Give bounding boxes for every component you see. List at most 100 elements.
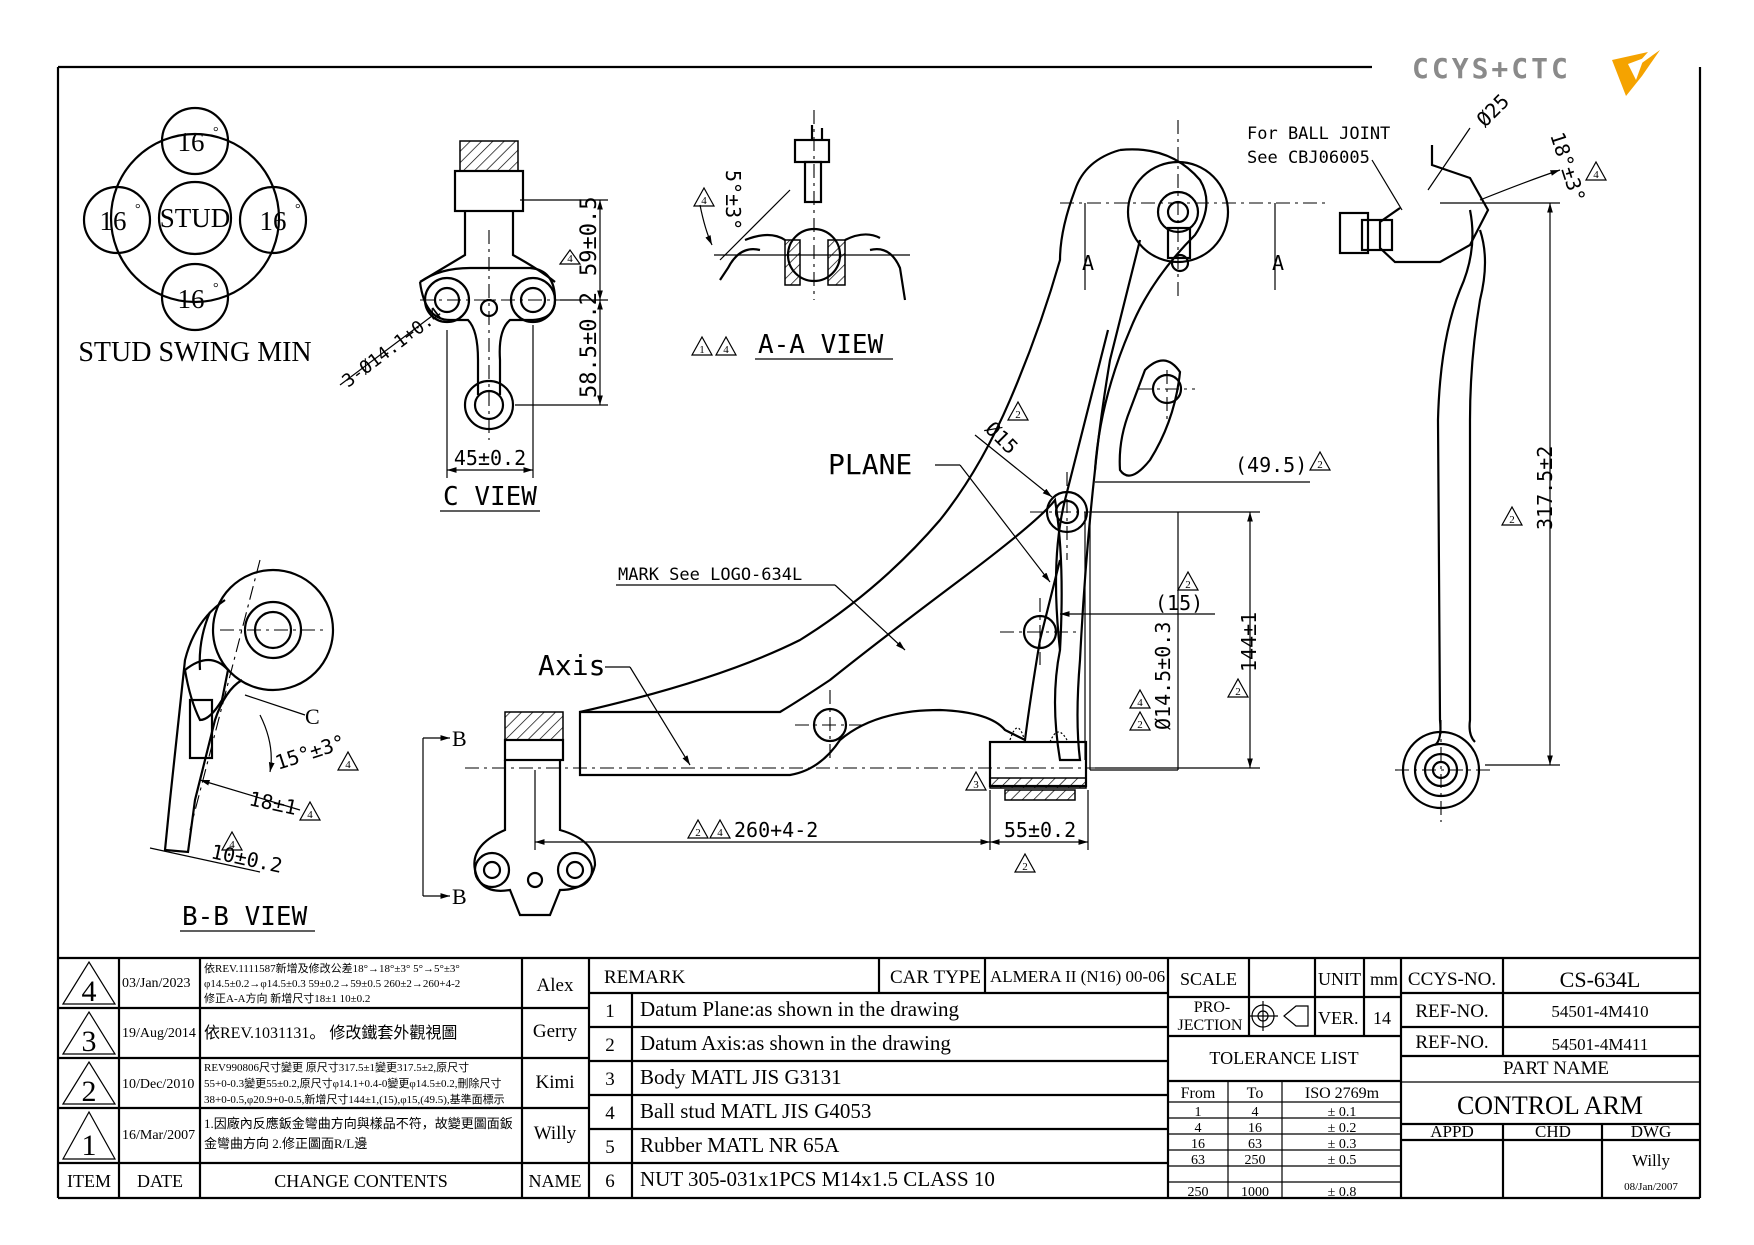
rev-triangle-icon: [61, 1110, 117, 1160]
ref-no-label-2: REF-NO.: [1415, 1032, 1488, 1053]
aa-view-angle: 5°±3°: [721, 170, 745, 230]
svg-text:4: 4: [567, 253, 573, 265]
aa-view: 5°±3° 4 1 4 A-A VIEW: [690, 110, 910, 360]
projection-label-1: PRO-: [1194, 999, 1230, 1016]
ref-no-value-2: 54501-4M411: [1552, 1035, 1649, 1054]
ref-no-value-1: 54501-4M410: [1551, 1002, 1648, 1021]
svg-text:1.因廠內反應鈑金彎曲方向與樣品不符，故變更圖面鈑: 1.因廠內反應鈑金彎曲方向與樣品不符，故變更圖面鈑: [204, 1116, 513, 1131]
dim-49-5: (49.5): [1235, 453, 1307, 477]
rev-row-4: 4 03/Jan/2023 依REV.1111587新增及修改公差18°→18°…: [61, 960, 574, 1008]
svg-text:4: 4: [1593, 169, 1599, 181]
svg-text:4: 4: [345, 759, 351, 771]
part-name-value: CONTROL ARM: [1457, 1091, 1643, 1120]
unit-label: UNIT: [1318, 969, 1361, 989]
unit-value: mm: [1370, 969, 1398, 989]
svg-text:38+0-0.5,φ20.9+0-0.5,新增尺寸144±1: 38+0-0.5,φ20.9+0-0.5,新增尺寸144±1,(15),φ15,…: [204, 1092, 505, 1106]
svg-text:DATE: DATE: [137, 1171, 183, 1191]
svg-text:4: 4: [1195, 1121, 1202, 1136]
svg-text:REV990806尺寸變更 原尺寸317.5±1變更317.: REV990806尺寸變更 原尺寸317.5±1變更317.5±2,原尺寸: [204, 1060, 469, 1074]
dim-15: (15): [1155, 591, 1203, 615]
dim-317-5: 317.5±2: [1533, 446, 1557, 530]
svg-text:Rubber MATL NR 65A: Rubber MATL NR 65A: [640, 1133, 840, 1157]
scale-label: SCALE: [1180, 969, 1237, 989]
svg-text:3: 3: [973, 779, 979, 791]
ball-joint-note-line2: See CBJ06005: [1247, 148, 1370, 168]
svg-text:To: To: [1247, 1085, 1264, 1102]
dim-260: 260+4-2: [734, 818, 818, 842]
svg-text:Alex: Alex: [537, 975, 574, 996]
section-a-right: A: [1272, 251, 1284, 275]
svg-text:金彎曲方向 2.修正圖面R/L邊: 金彎曲方向 2.修正圖面R/L邊: [204, 1136, 367, 1151]
svg-text:19/Aug/2014: 19/Aug/2014: [122, 1026, 196, 1041]
ball-joint-note-line1: For BALL JOINT: [1247, 124, 1390, 144]
svg-text:2: 2: [1317, 459, 1323, 471]
svg-text:NUT 305-031x1PCS M14x1.5 CLASS: NUT 305-031x1PCS M14x1.5 CLASS 10: [640, 1167, 995, 1191]
swing-angle-top: 16: [178, 127, 205, 157]
svg-text:6: 6: [605, 1171, 615, 1192]
svg-text:ITEM: ITEM: [67, 1171, 111, 1191]
svg-text:63: 63: [1248, 1137, 1262, 1152]
svg-text:Datum Plane:as shown in the dr: Datum Plane:as shown in the drawing: [640, 997, 960, 1021]
svg-text:4: 4: [717, 827, 723, 839]
svg-text:1: 1: [699, 344, 705, 356]
stud-label: STUD: [160, 203, 231, 233]
c-view-dim-hole: 3-Ø14.1+0.4: [338, 303, 446, 392]
svg-text:4: 4: [229, 839, 235, 851]
dim-18-angle: 18°±3°: [1545, 129, 1590, 205]
svg-text:4: 4: [1252, 1105, 1259, 1120]
rev-row-2: 2 10/Dec/2010 REV990806尺寸變更 原尺寸317.5±1變更…: [61, 1060, 575, 1108]
ccys-no-value: CS-634L: [1560, 967, 1641, 992]
svg-text:63: 63: [1191, 1153, 1205, 1168]
rev-row-1: 1 16/Mar/2007 1.因廠內反應鈑金彎曲方向與樣品不符，故變更圖面鈑 …: [61, 1110, 577, 1162]
section-a-left: A: [1082, 251, 1094, 275]
logo-flame-inner-icon: [1628, 58, 1644, 80]
rev-triangle-icon: [61, 960, 117, 1005]
title-block: 4 03/Jan/2023 依REV.1111587新增及修改公差18°→18°…: [58, 958, 1700, 1200]
svg-text:1000: 1000: [1241, 1185, 1269, 1200]
section-b-top: B: [452, 726, 467, 751]
svg-text:2: 2: [1235, 686, 1241, 698]
logo-text: CCYS+CTC: [1412, 52, 1571, 85]
degree-mark: °: [295, 202, 301, 217]
ccys-ctc-logo: CCYS+CTC: [1412, 50, 1660, 96]
svg-text:16: 16: [1191, 1137, 1205, 1152]
svg-text:± 0.8: ± 0.8: [1328, 1185, 1357, 1200]
c-view-dim-59: 59±0.5: [577, 197, 602, 276]
svg-text:2: 2: [605, 1035, 615, 1056]
plane-label: PLANE: [828, 448, 912, 481]
bb-view: C 15°±3° 4 18±1 4 10±0.2 4 B-B VIEW: [149, 559, 360, 932]
svg-text:± 0.2: ± 0.2: [1328, 1121, 1357, 1136]
bb-dim-angle: 15°±3°: [272, 730, 348, 775]
swing-angle-left: 16: [100, 206, 127, 236]
svg-text:55+0-0.3變更55±0.2,原尺寸φ14.1+0.4-: 55+0-0.3變更55±0.2,原尺寸φ14.1+0.4-0變更φ14.5±0…: [204, 1076, 502, 1090]
svg-text:Ball stud MATL JIS G4053: Ball stud MATL JIS G4053: [640, 1099, 871, 1123]
svg-text:± 0.5: ± 0.5: [1328, 1153, 1357, 1168]
rev-triangle-icon: [61, 1010, 117, 1055]
dim-phi25: Ø25: [1472, 89, 1515, 132]
bb-view-title: B-B VIEW: [182, 902, 308, 932]
svg-text:From: From: [1181, 1085, 1216, 1102]
bb-dim-18: 18±1: [247, 786, 299, 819]
svg-text:2: 2: [1185, 579, 1191, 591]
c-view: 59±0.5 58.5±0.2 45±0.2 3-Ø14.1+0.4 4 C V…: [338, 140, 608, 512]
ver-label: VER.: [1318, 1008, 1359, 1028]
rev-triangle-icon: [690, 335, 714, 356]
svg-text:03/Jan/2023: 03/Jan/2023: [122, 976, 190, 991]
svg-text:± 0.3: ± 0.3: [1328, 1137, 1357, 1152]
mark-note: MARK See LOGO-634L: [618, 565, 802, 585]
chd-label: CHD: [1535, 1122, 1571, 1141]
svg-text:4: 4: [605, 1103, 615, 1124]
svg-text:ISO 2769m: ISO 2769m: [1305, 1085, 1380, 1102]
svg-text:3: 3: [82, 1025, 97, 1058]
svg-text:2: 2: [1509, 514, 1515, 526]
svg-text:16: 16: [1248, 1121, 1262, 1136]
part-name-label: PART NAME: [1503, 1058, 1609, 1079]
svg-text:Willy: Willy: [534, 1123, 577, 1144]
svg-text:2: 2: [82, 1075, 97, 1108]
dim-144: 144±1: [1237, 612, 1261, 672]
svg-text:1: 1: [82, 1129, 97, 1162]
c-view-dim-58-5: 58.5±0.2: [577, 292, 602, 398]
svg-text:4: 4: [82, 975, 97, 1008]
c-view-title: C VIEW: [443, 482, 537, 512]
